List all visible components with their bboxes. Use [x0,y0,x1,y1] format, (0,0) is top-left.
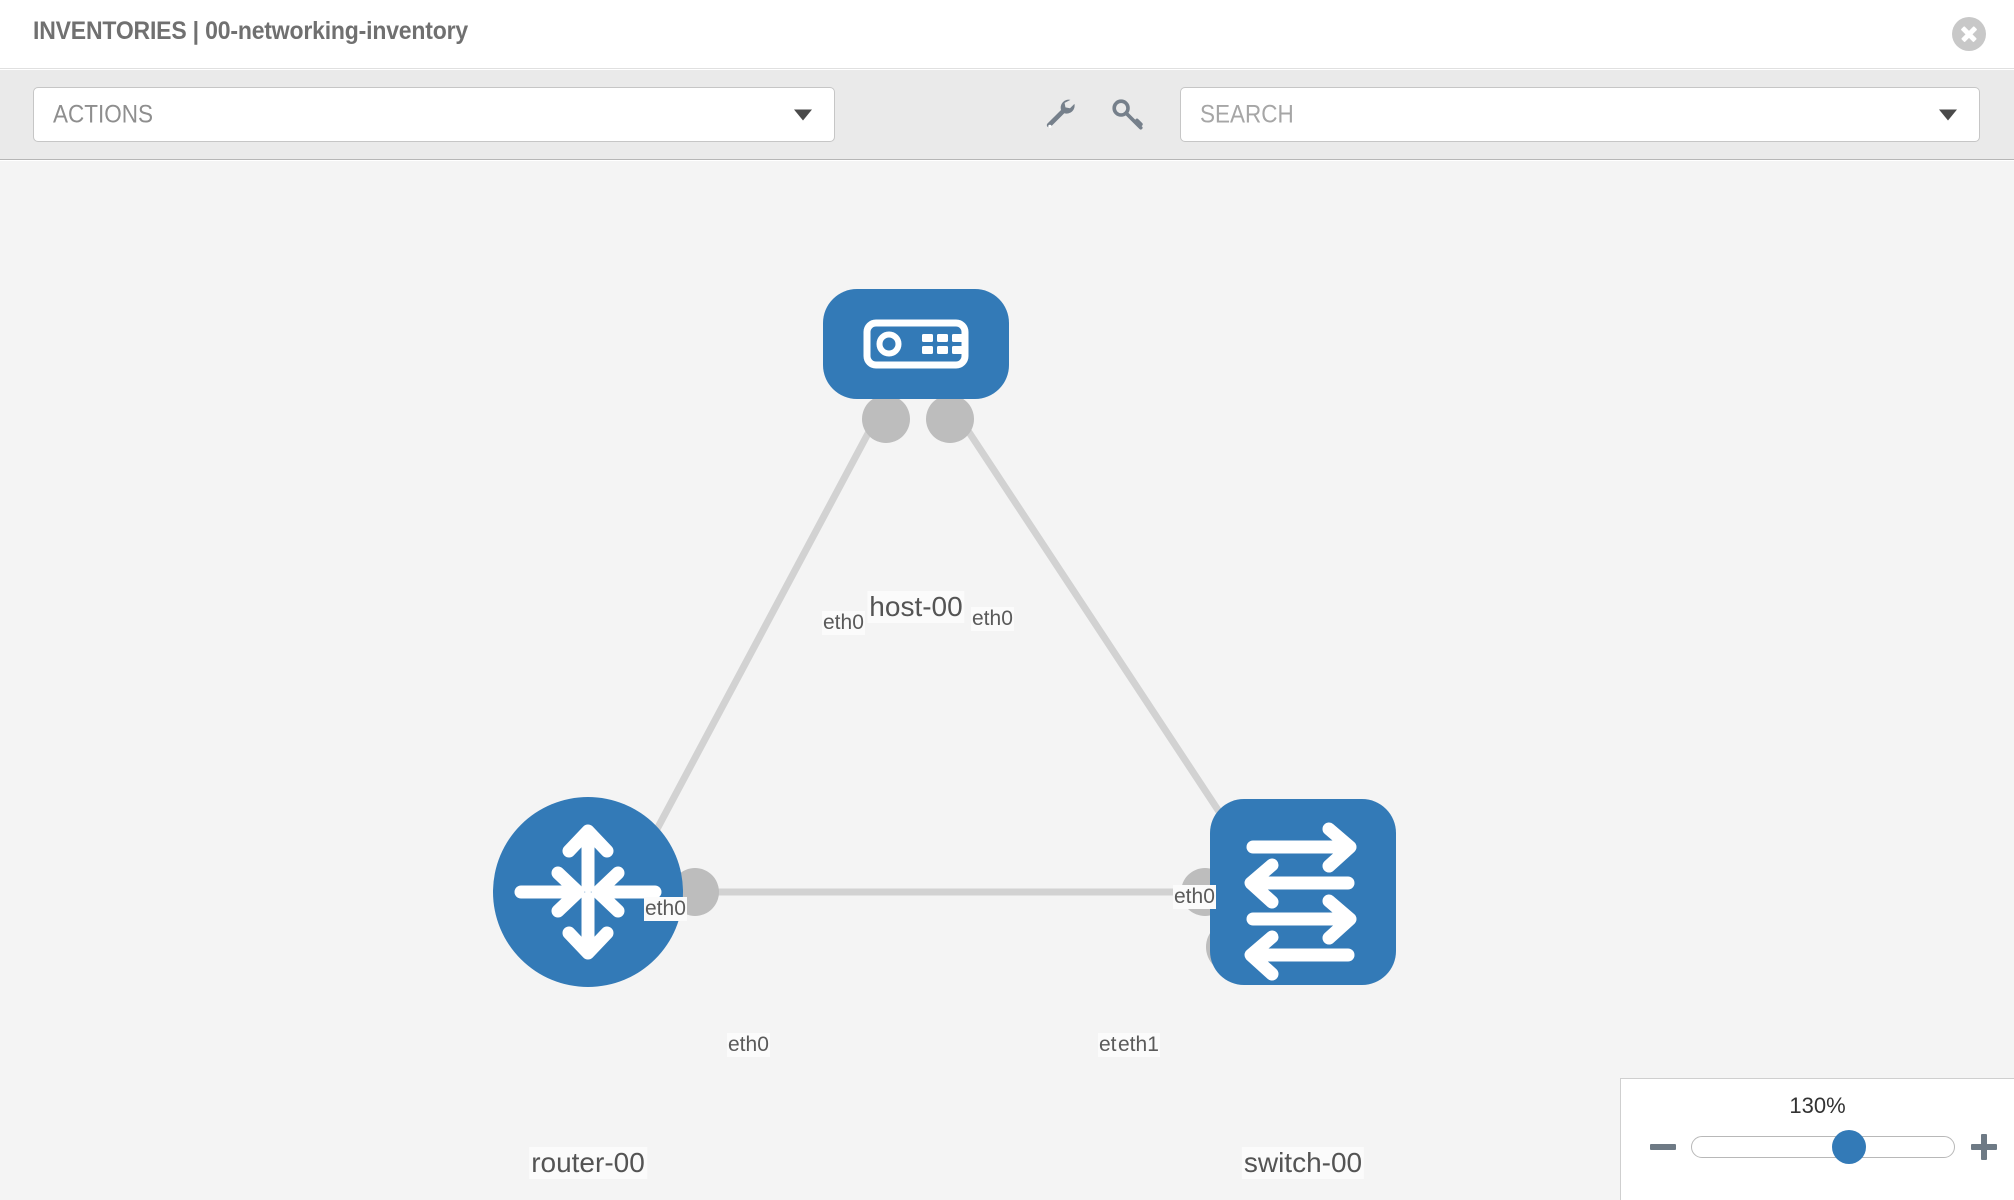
edge-label-switch-left-eth1: eth1 [1117,1033,1160,1057]
search-placeholder: SEARCH [1200,100,1294,128]
zoom-in-button[interactable] [1969,1132,1999,1162]
edge-host-switch [951,407,1249,855]
node-host-00 [823,289,1009,399]
zoom-out-button[interactable] [1648,1132,1678,1162]
node-switch-00 [1210,799,1396,985]
edge-label-host-left: eth0 [822,611,865,635]
wrench-icon[interactable] [1033,87,1088,142]
close-icon[interactable] [1952,17,1986,51]
search-input[interactable]: SEARCH [1180,87,1980,142]
node-label-host-00: host-00 [867,591,965,623]
key-icon[interactable] [1100,87,1155,142]
edge-label-switch-up: eth0 [1173,885,1216,909]
port-host-right [926,395,974,443]
node-router-00 [493,797,683,987]
node-label-switch-00: switch-00 [1241,1147,1365,1179]
topology-graph [493,289,1396,987]
edge-label-router-up: eth0 [644,897,687,921]
port-host-left [862,395,910,443]
toolbar: ACTIONS SEARCH [0,70,2014,160]
chevron-down-icon [794,109,812,120]
zoom-control-panel: 130% [1620,1078,2014,1200]
zoom-slider-thumb[interactable] [1832,1130,1867,1164]
page-title: INVENTORIES | 00-networking-inventory [33,17,469,45]
topology-canvas[interactable]: host-00 router-00 switch-00 eth0 eth0 et… [0,161,2014,1200]
edge-label-host-right: eth0 [971,607,1014,631]
node-label-router-00: router-00 [529,1147,647,1179]
edge-label-router-right: eth0 [727,1033,770,1057]
topology-edges [636,407,1249,896]
edge-host-router [636,407,884,865]
chevron-down-icon [1939,109,1957,120]
topology-ports [671,395,1258,973]
actions-dropdown[interactable]: ACTIONS [33,87,835,142]
zoom-slider[interactable] [1691,1130,1955,1164]
page-header: INVENTORIES | 00-networking-inventory [0,0,2014,69]
actions-dropdown-label: ACTIONS [53,100,154,128]
zoom-level-value: 130% [1789,1093,1846,1118]
